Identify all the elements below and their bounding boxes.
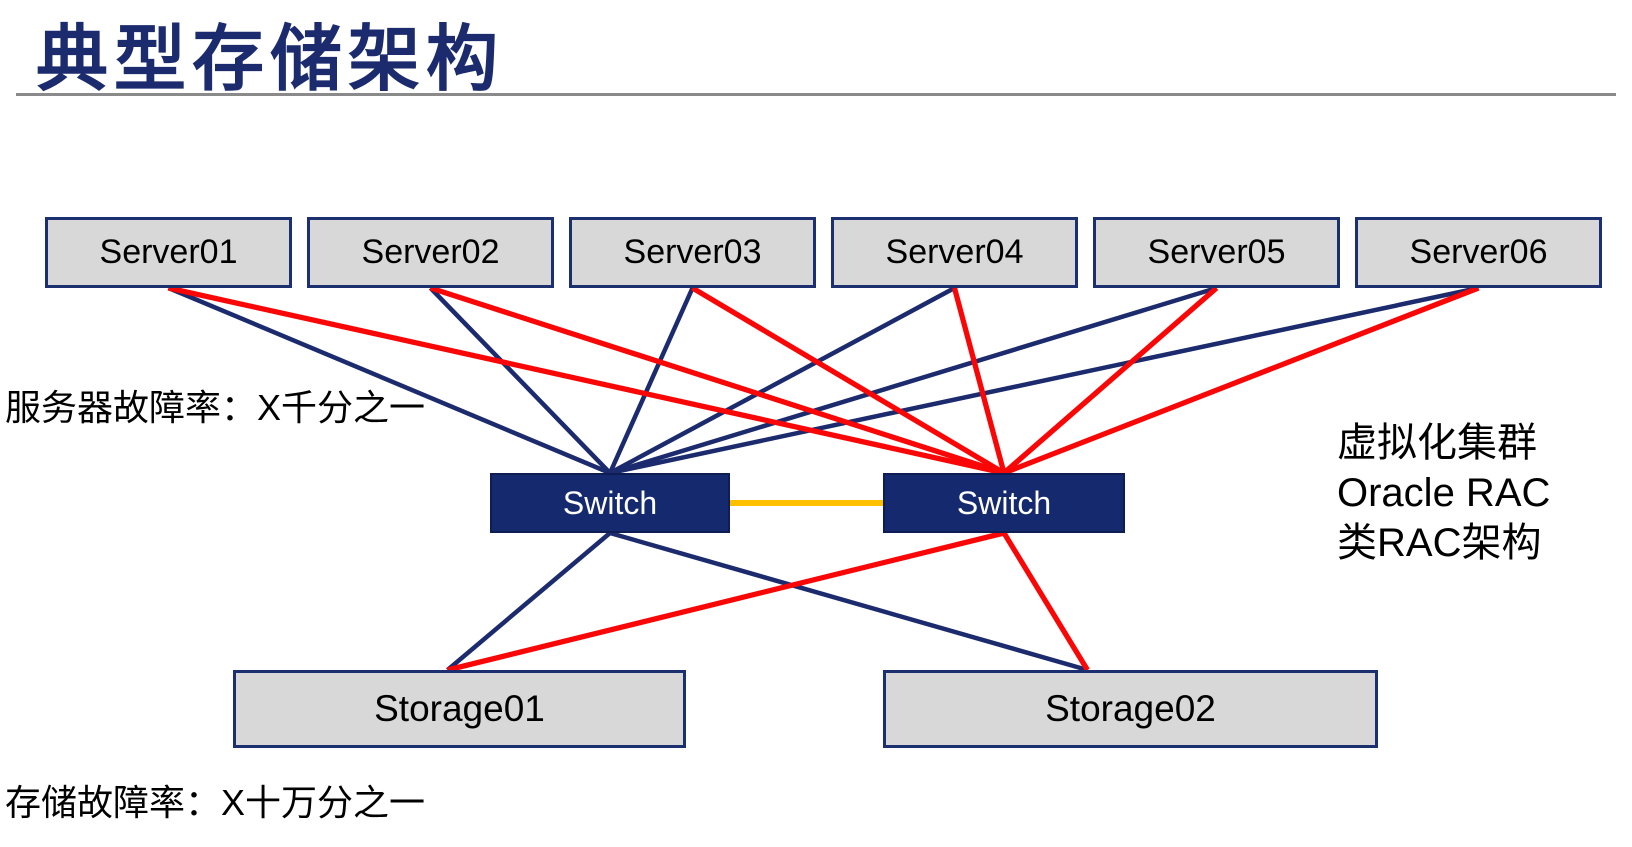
- storage01-node: Storage01: [233, 670, 686, 748]
- link-server01-to-switch-a: [167, 285, 611, 476]
- server02-label: Server02: [361, 233, 500, 271]
- link-server06-to-switch-b: [1003, 285, 1480, 476]
- link-server01-to-switch-b: [167, 285, 1005, 476]
- switch-left-node: Switch: [490, 473, 730, 533]
- storage-failure-rate-note: 存储故障率：X十万分之一: [5, 782, 426, 823]
- server01-label: Server01: [99, 233, 238, 271]
- switch-right-node: Switch: [883, 473, 1125, 533]
- title-divider: [16, 93, 1616, 96]
- switch-right-label: Switch: [956, 484, 1052, 521]
- server04-node: Server04: [831, 217, 1078, 288]
- server01-node: Server01: [45, 217, 292, 288]
- server03-label: Server03: [623, 233, 762, 271]
- page-title: 典型存储架构: [36, 20, 505, 100]
- cluster-note-line-2: Oracle RAC: [1337, 471, 1551, 515]
- server-failure-rate-note: 服务器故障率：X千分之一: [5, 387, 426, 428]
- link-server04-to-switch-b: [951, 287, 1007, 474]
- link-server05-to-switch-a: [609, 285, 1218, 476]
- switch-left-label: Switch: [562, 484, 658, 521]
- storage02-label: Storage02: [1045, 688, 1216, 729]
- link-switch-b-to-storage01: [446, 530, 1005, 673]
- storage02-node: Storage02: [883, 670, 1378, 748]
- cluster-note-line-1: 虚拟化集群: [1337, 421, 1537, 465]
- server05-label: Server05: [1147, 233, 1286, 271]
- link-server02-to-switch-b: [429, 285, 1005, 476]
- link-server02-to-switch-a: [428, 286, 612, 475]
- server02-node: Server02: [307, 217, 554, 288]
- server06-node: Server06: [1355, 217, 1602, 288]
- link-server03-to-switch-a: [607, 287, 695, 474]
- cluster-architecture-note: 虚拟化集群 Oracle RAC 类RAC架构: [1337, 418, 1550, 568]
- server06-label: Server06: [1409, 233, 1548, 271]
- link-server04-to-switch-a: [608, 286, 956, 475]
- storage01-label: Storage01: [374, 688, 545, 729]
- server03-node: Server03: [569, 217, 816, 288]
- link-server06-to-switch-a: [609, 285, 1479, 476]
- link-switch-a-to-storage02: [609, 530, 1089, 673]
- server05-node: Server05: [1093, 217, 1340, 288]
- cluster-note-line-3: 类RAC架构: [1337, 521, 1542, 565]
- link-server03-to-switch-b: [691, 285, 1006, 476]
- link-server05-to-switch-b: [1002, 286, 1219, 475]
- server04-label: Server04: [885, 233, 1024, 271]
- link-switch-a-to-storage01: [446, 531, 612, 672]
- link-switch-b-to-storage02: [1001, 531, 1090, 672]
